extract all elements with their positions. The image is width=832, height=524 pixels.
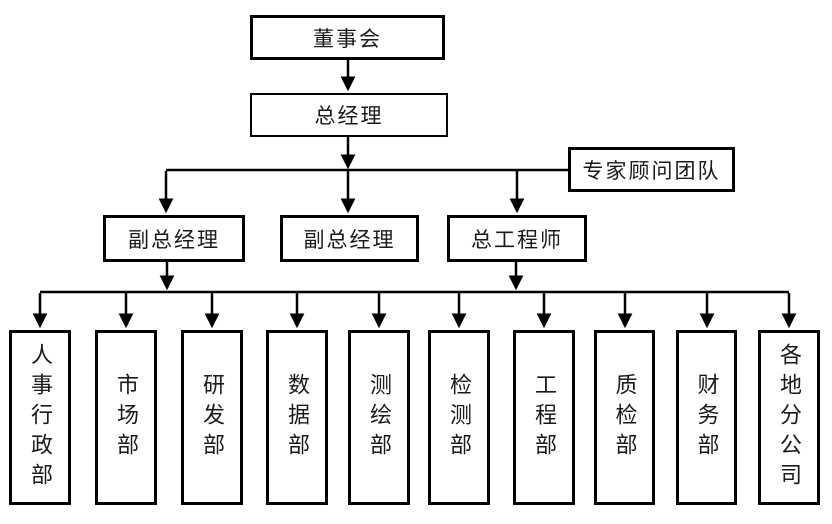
node-dept-marketing: 市场部	[95, 330, 157, 505]
node-dept-finance: 财务部	[676, 330, 737, 505]
node-expert-advisor-team: 专家顾问团队	[568, 147, 735, 192]
node-dept-data: 数据部	[266, 330, 328, 505]
node-dept-inspection: 检测部	[428, 330, 490, 505]
node-chief-engineer: 总工程师	[447, 215, 587, 262]
node-dept-hr-admin: 人事行政部	[9, 330, 71, 505]
node-deputy-general-manager-1: 副总经理	[103, 215, 245, 262]
node-dept-rnd: 研发部	[181, 330, 243, 505]
node-board-of-directors: 董事会	[250, 15, 445, 60]
node-dept-surveying: 测绘部	[348, 330, 410, 505]
node-branch-companies: 各地分公司	[758, 330, 820, 505]
node-general-manager: 总经理	[250, 93, 448, 137]
node-dept-quality: 质检部	[594, 330, 655, 505]
node-dept-engineering: 工程部	[513, 330, 575, 505]
node-deputy-general-manager-2: 副总经理	[280, 215, 419, 262]
